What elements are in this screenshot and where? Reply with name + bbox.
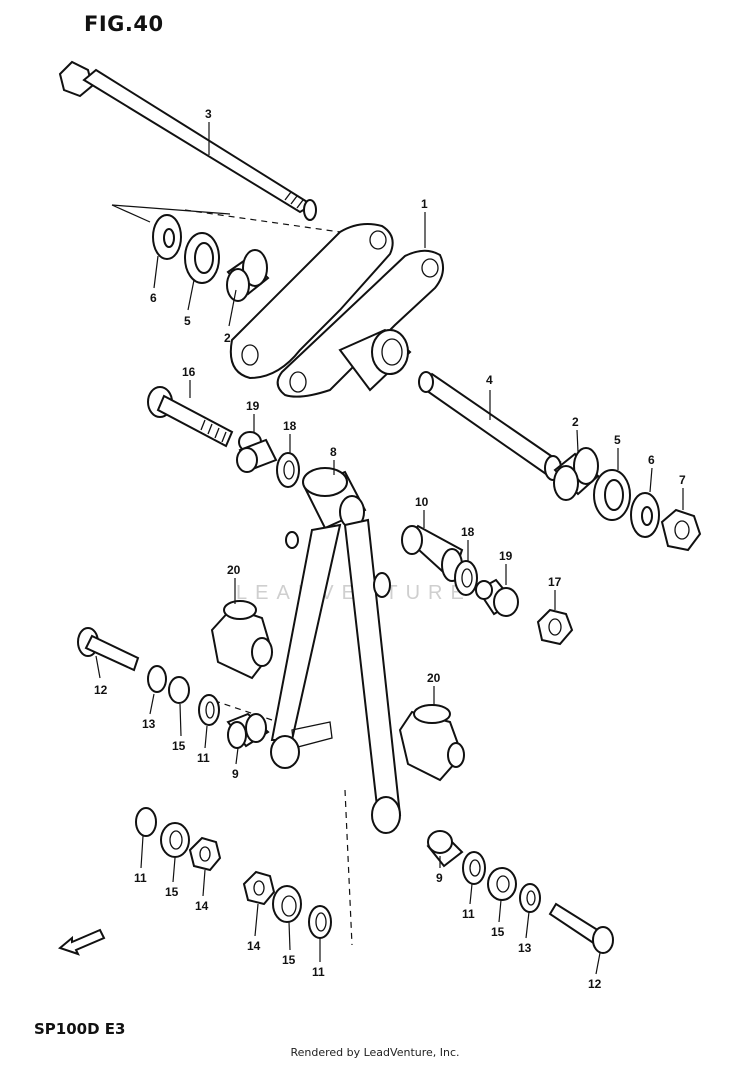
callout-4: 4 xyxy=(486,373,493,387)
part-11-oring[interactable] xyxy=(198,694,220,726)
callout-9: 9 xyxy=(232,767,239,781)
part-3-bolt[interactable] xyxy=(58,60,317,221)
callout-13-right: 13 xyxy=(518,941,532,955)
callout-1: 1 xyxy=(421,197,428,211)
callout-19: 19 xyxy=(246,399,260,413)
part-20-seal-cap-right[interactable] xyxy=(398,704,465,782)
model-code: SP100D E3 xyxy=(34,1020,126,1038)
part-14-nut[interactable] xyxy=(188,836,222,872)
figure-title: FIG.40 xyxy=(84,12,164,36)
callout-16: 16 xyxy=(182,365,196,379)
callout-17: 17 xyxy=(548,575,562,589)
watermark: LEADVENTURE xyxy=(236,582,472,605)
callout-13: 13 xyxy=(142,717,156,731)
callout-10: 10 xyxy=(415,495,429,509)
part-12-bolt-right[interactable] xyxy=(548,902,614,954)
part-9-collar[interactable] xyxy=(226,712,270,749)
part-15-bushing-lower[interactable] xyxy=(160,822,190,858)
callout-15-lower: 15 xyxy=(165,885,179,899)
callout-11-right: 11 xyxy=(462,907,475,921)
part-15-bushing[interactable] xyxy=(168,676,190,704)
callout-18-right: 18 xyxy=(461,525,475,539)
callout-12-right: 12 xyxy=(588,977,602,991)
part-8-cushion-rod[interactable] xyxy=(270,467,402,834)
callout-11-lower: 11 xyxy=(134,871,147,885)
callout-7: 7 xyxy=(679,473,686,487)
part-5-seal[interactable] xyxy=(184,232,220,284)
part-11-oring-right[interactable] xyxy=(462,851,486,885)
part-15-bushing-right[interactable] xyxy=(487,867,517,901)
part-19-bushing[interactable] xyxy=(236,431,278,473)
part-6-washer[interactable] xyxy=(152,214,182,260)
callout-14: 14 xyxy=(195,899,209,913)
callout-9-right: 9 xyxy=(436,871,443,885)
part-2-bearing-right[interactable] xyxy=(553,447,600,501)
part-16-bolt[interactable] xyxy=(147,386,234,448)
centerline xyxy=(344,789,353,946)
leader-lines xyxy=(95,122,684,975)
part-9-collar-right[interactable] xyxy=(426,830,464,868)
part-14-nut-lower[interactable] xyxy=(242,870,276,906)
callout-11-lower2: 11 xyxy=(312,965,325,979)
part-10-collar[interactable] xyxy=(401,524,464,582)
callout-2: 2 xyxy=(224,331,231,345)
leader xyxy=(111,204,231,215)
callout-20: 20 xyxy=(227,563,241,577)
callout-12: 12 xyxy=(94,683,108,697)
part-11-oring-lower2[interactable] xyxy=(308,905,332,939)
part-15-bushing-lower2[interactable] xyxy=(272,885,302,923)
part-13-washer-right[interactable] xyxy=(519,883,541,913)
callout-8: 8 xyxy=(330,445,337,459)
callout-3: 3 xyxy=(205,107,212,121)
callout-15: 15 xyxy=(172,739,186,753)
part-13-washer[interactable] xyxy=(147,665,167,693)
callout-20-right: 20 xyxy=(427,671,441,685)
part-18-oring-right[interactable] xyxy=(454,560,478,596)
callout-5-right: 5 xyxy=(614,433,621,447)
part-2-bearing[interactable] xyxy=(226,249,270,302)
part-5-seal-right[interactable] xyxy=(593,469,631,521)
callout-5: 5 xyxy=(184,314,191,328)
callout-11: 11 xyxy=(197,751,210,765)
callout-15-lower2: 15 xyxy=(282,953,296,967)
part-7-nut[interactable] xyxy=(660,508,702,552)
footer-credit: Rendered by LeadVenture, Inc. xyxy=(290,1046,460,1059)
fwd-arrow-icon xyxy=(57,928,106,956)
callout-19-right: 19 xyxy=(499,549,513,563)
part-17-nut[interactable] xyxy=(536,608,574,646)
part-19-bushing-right[interactable] xyxy=(475,578,519,617)
part-1-cushion-lever[interactable] xyxy=(229,223,445,398)
callout-14-lower: 14 xyxy=(247,939,261,953)
part-6-washer-right[interactable] xyxy=(630,492,660,538)
part-18-oring[interactable] xyxy=(276,452,300,488)
callout-6-right: 6 xyxy=(648,453,655,467)
callout-6: 6 xyxy=(150,291,157,305)
centerline xyxy=(184,209,341,233)
part-11-oring-lower[interactable] xyxy=(135,807,157,837)
callout-15-right: 15 xyxy=(491,925,505,939)
part-4-spacer[interactable] xyxy=(418,371,562,481)
callout-2-right: 2 xyxy=(572,415,579,429)
part-20-seal-cap[interactable] xyxy=(210,600,274,680)
callout-18: 18 xyxy=(283,419,297,433)
part-12-bolt[interactable] xyxy=(77,627,140,672)
leader xyxy=(111,204,151,223)
